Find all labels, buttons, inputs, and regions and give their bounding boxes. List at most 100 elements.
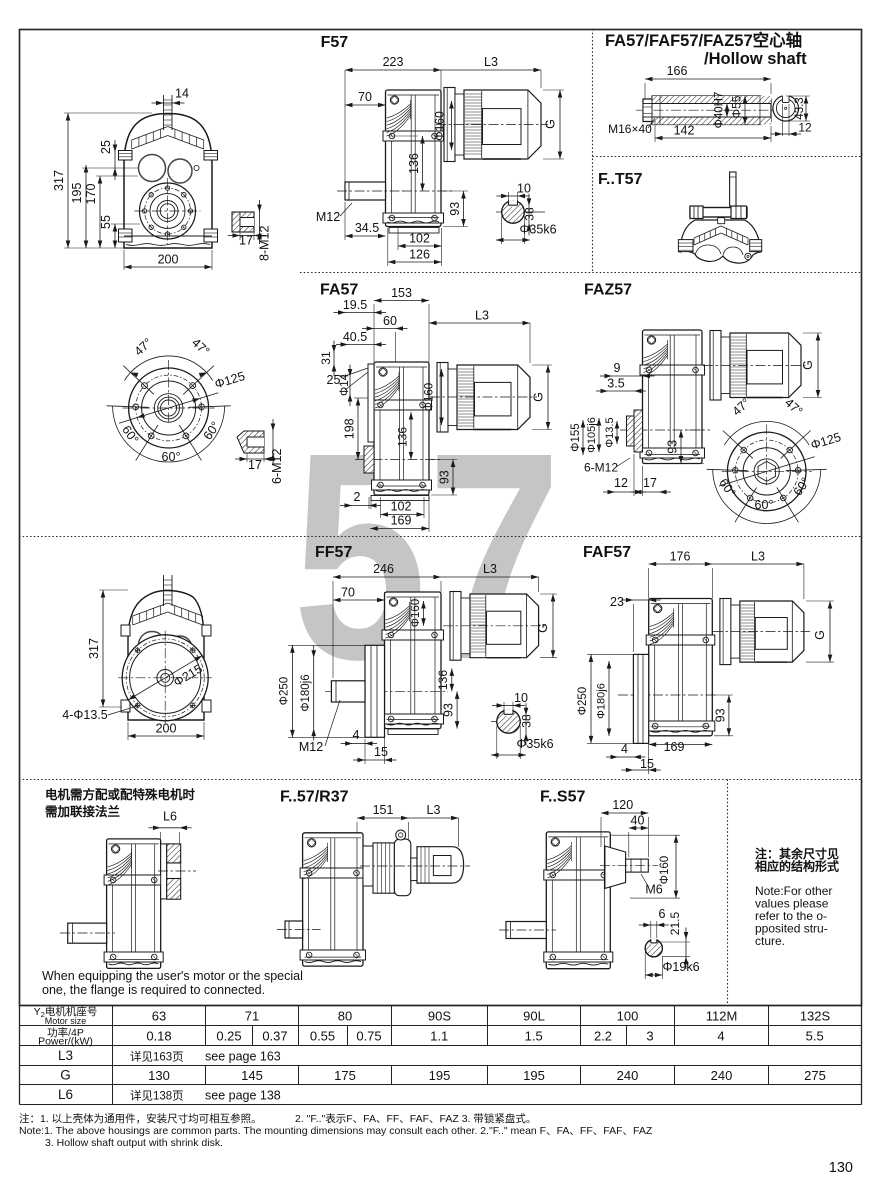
svg-text:1.5: 1.5 [525,1029,543,1044]
svg-text:136: 136 [407,153,421,174]
svg-text:1.1: 1.1 [430,1029,448,1044]
svg-text:L6: L6 [58,1087,73,1102]
svg-text:275: 275 [804,1068,826,1083]
svg-text:注：1. 以上壳体为通用件，安装尺寸均可相互参照。: 注：1. 以上壳体为通用件，安装尺寸均可相互参照。 [19,1112,262,1125]
svg-text:相应的结构形式: 相应的结构形式 [755,859,839,874]
svg-text:240: 240 [711,1068,733,1083]
svg-text:153: 153 [391,286,412,300]
svg-text:6-M12: 6-M12 [584,461,618,475]
svg-text:see page 163: see page 163 [205,1050,281,1064]
svg-text:pposited stru-: pposited stru- [755,922,828,936]
svg-text:120: 120 [612,798,633,812]
svg-text:cture.: cture. [755,934,785,948]
svg-text:151: 151 [373,803,394,817]
svg-text:one, the flange is required to: one, the flange is required to connected… [42,983,265,997]
svg-text:When equipping the user's moto: When equipping the user's motor or the s… [42,969,303,983]
svg-text:G: G [544,119,558,129]
svg-text:功率/4P: 功率/4P [47,1026,84,1039]
svg-text:17: 17 [248,458,262,472]
svg-text:130: 130 [829,1160,853,1176]
svg-text:Y2电机机座号: Y2电机机座号 [34,1005,98,1019]
svg-text:电机需方配或配特殊电机时: 电机需方配或配特殊电机时 [45,787,196,802]
svg-text:2. "F.."表示F、FA、FF、FAF、FAZ 3.: 2. "F.."表示F、FA、FF、FAF、FAZ 3. 带锁紧盘式。 [295,1112,536,1125]
svg-text:Note:1. The above housings are: Note:1. The above housings are common pa… [19,1125,653,1137]
svg-text:169: 169 [664,740,685,754]
svg-text:G: G [60,1068,71,1083]
svg-text:55: 55 [99,215,113,229]
svg-text:166: 166 [667,64,688,78]
svg-text:Φ35k6: Φ35k6 [516,737,553,751]
svg-text:values please: values please [755,897,829,911]
svg-text:170: 170 [84,184,98,205]
svg-text:93: 93 [666,440,680,454]
svg-text:5.5: 5.5 [806,1029,824,1044]
svg-text:see page 138: see page 138 [205,1089,281,1103]
svg-text:200: 200 [156,722,177,736]
svg-text:3. Hollow shaft output with sh: 3. Hollow shaft output with shrink disk. [45,1137,223,1149]
svg-text:G: G [813,630,827,640]
svg-text:10: 10 [517,182,531,196]
svg-text:100: 100 [617,1008,639,1023]
svg-text:M6: M6 [645,883,662,897]
svg-text:60°: 60° [162,450,181,464]
svg-text:200: 200 [158,253,179,267]
svg-text:Φ105j6: Φ105j6 [586,417,598,453]
svg-text:142: 142 [674,124,695,138]
svg-text:Φ160: Φ160 [424,383,436,411]
svg-text:Φ250: Φ250 [279,677,291,705]
svg-text:Φ160: Φ160 [433,111,447,141]
svg-text:Φ14: Φ14 [339,373,351,396]
svg-text:Φ160: Φ160 [410,599,422,627]
svg-text:0.55: 0.55 [310,1029,335,1044]
svg-text:L6: L6 [163,810,177,824]
svg-text:40: 40 [631,814,645,828]
svg-text:195: 195 [70,183,84,204]
svg-text:102: 102 [409,232,430,246]
svg-text:10: 10 [514,691,528,705]
svg-text:240: 240 [617,1068,639,1083]
svg-text:4: 4 [717,1029,724,1044]
svg-text:17: 17 [643,476,657,490]
svg-text:2: 2 [354,490,361,504]
svg-text:93: 93 [438,470,452,484]
svg-text:Power/(kW): Power/(kW) [38,1036,93,1048]
svg-text:Φ250: Φ250 [577,687,589,715]
svg-text:23: 23 [610,595,624,609]
svg-text:Φ180j6: Φ180j6 [596,683,608,719]
svg-text:F..T57: F..T57 [598,171,643,188]
svg-text:Φ160: Φ160 [659,856,671,884]
svg-text:25°: 25° [327,373,346,387]
svg-text:F..57/R37: F..57/R37 [280,789,349,806]
svg-text:80: 80 [338,1008,352,1023]
svg-text:169: 169 [391,514,412,528]
svg-text:90L: 90L [523,1008,545,1023]
svg-text:130: 130 [148,1068,170,1083]
svg-text:L3: L3 [751,550,765,564]
svg-text:38: 38 [523,207,537,221]
svg-text:176: 176 [670,550,691,564]
svg-text:4: 4 [353,728,360,742]
svg-text:17: 17 [239,234,253,248]
svg-text:L3: L3 [483,562,497,576]
svg-text:2.2: 2.2 [594,1029,612,1044]
svg-text:L3: L3 [484,55,498,69]
svg-text:40.5: 40.5 [343,330,367,344]
svg-text:34.5: 34.5 [355,221,379,235]
svg-text:12: 12 [614,476,628,490]
svg-text:详见138页: 详见138页 [130,1089,184,1103]
svg-text:Φ55: Φ55 [730,95,744,118]
svg-text:102: 102 [391,500,412,514]
svg-text:4: 4 [621,742,628,756]
svg-text:Φ13.5: Φ13.5 [604,417,616,447]
svg-text:需加联接法兰: 需加联接法兰 [45,804,121,819]
svg-text:F..S57: F..S57 [540,789,585,806]
svg-text:G: G [532,392,546,402]
svg-text:6: 6 [659,907,666,921]
svg-text:Note:For other: Note:For other [755,884,832,898]
svg-text:6-M12: 6-M12 [270,449,284,484]
svg-text:G: G [536,623,550,633]
svg-text:70: 70 [358,90,372,104]
svg-text:90S: 90S [428,1008,451,1023]
svg-text:FAZ57: FAZ57 [584,282,632,299]
svg-text:M16×40: M16×40 [608,122,652,136]
